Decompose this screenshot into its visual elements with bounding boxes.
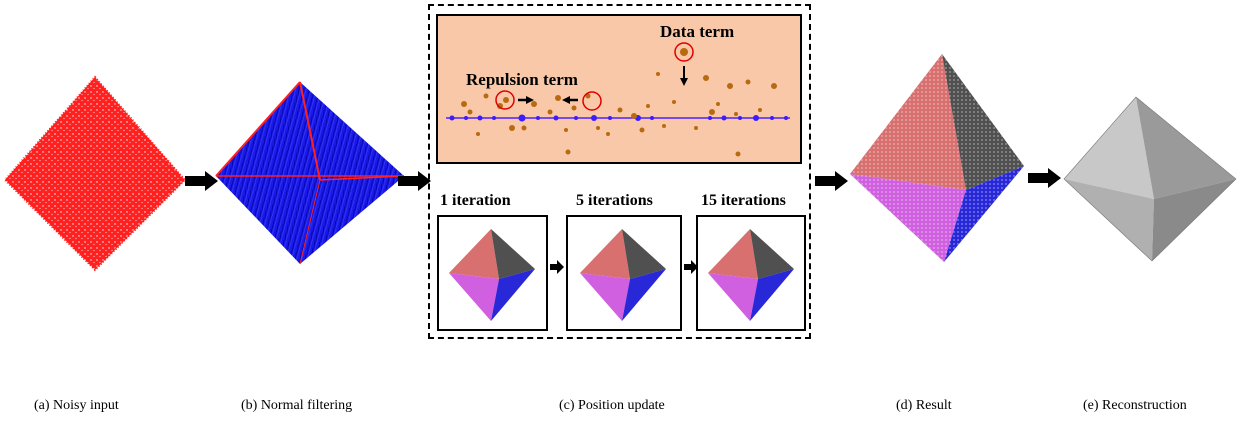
data-term-label: Data term (660, 22, 735, 41)
noisy-input-pointcloud (3, 75, 187, 272)
reconstruction-mesh (1063, 96, 1237, 262)
caption-noisy-input: (a) Noisy input (34, 398, 119, 413)
iteration-label-1: 1 iteration (440, 192, 511, 209)
iteration-label-3: 15 iterations (701, 192, 786, 209)
caption-position-update: (c) Position update (559, 398, 665, 413)
caption-normal-filtering: (b) Normal filtering (241, 398, 353, 413)
iteration-thumbnail-3 (696, 215, 806, 331)
result-pointcloud (850, 54, 1024, 262)
iteration-thumbnail-2 (566, 215, 682, 331)
arrow-right-icon (815, 171, 848, 191)
caption-reconstruction: (e) Reconstruction (1083, 398, 1187, 413)
inset-scatter (446, 42, 790, 157)
arrow-right-icon (185, 171, 218, 191)
iteration-label-2: 5 iterations (576, 192, 653, 209)
arrow-right-icon (684, 260, 698, 274)
arrow-right-icon (398, 171, 431, 191)
position-update-inset: Data term Repulsion term (436, 14, 802, 164)
repulsion-term-label: Repulsion term (466, 70, 578, 89)
normal-filtering-pointcloud (215, 81, 405, 265)
arrow-right-icon (1028, 168, 1061, 188)
caption-result: (d) Result (896, 398, 952, 413)
position-update-frame (428, 4, 811, 339)
arrow-right-icon (550, 260, 564, 274)
iteration-thumbnail-1 (437, 215, 548, 331)
